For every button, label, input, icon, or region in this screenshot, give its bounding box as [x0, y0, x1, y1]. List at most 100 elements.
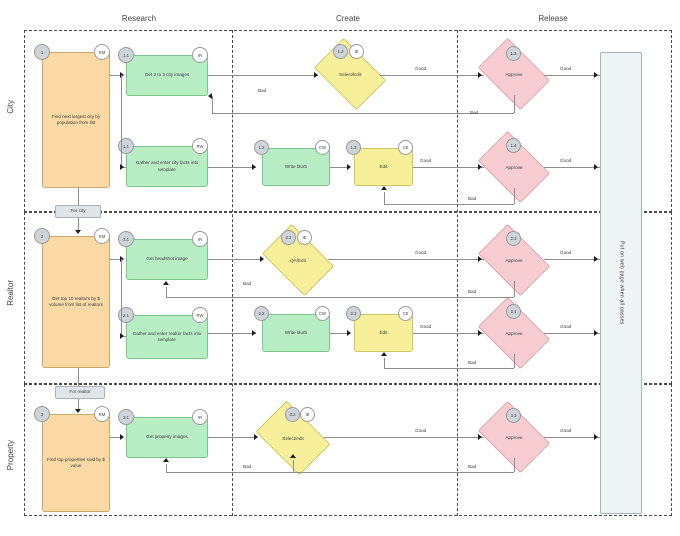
- edge-realtor-bad2-v: [514, 354, 515, 368]
- arrow-city-edit-approve2: [478, 164, 482, 170]
- arrow-city-approve1-final: [594, 72, 598, 78]
- property-select-role-badge: IE: [300, 407, 315, 422]
- city-source-num-badge: 1: [34, 44, 50, 60]
- edge-label-realtor-bad-1: Bad: [468, 289, 477, 294]
- edge-city-source-facts-v: [121, 75, 122, 167]
- edge-realtor-source-facts-v: [121, 259, 122, 336]
- edge-label-city-bad-1: Bad: [470, 110, 479, 115]
- arrow-property-select-approve1: [478, 434, 482, 440]
- edge-realtor-bad2-h: [384, 368, 514, 369]
- edge-label-realtor-good-1: Good: [415, 250, 427, 255]
- lane-realtor: [24, 212, 672, 384]
- arrow-realtor-edit-approve2: [478, 330, 482, 336]
- property-select-gateway[interactable]: Select/edit: [255, 400, 331, 476]
- gateway-for-realtor-label: For realtor: [69, 389, 91, 395]
- arrow-realtor-select-approve1: [478, 256, 482, 262]
- realtor-edit-num-badge: 2.3: [346, 306, 361, 321]
- realtor-select-gateway[interactable]: QA/Edit: [261, 223, 335, 297]
- edge-realtor-facts-blurb: [208, 333, 256, 334]
- edge-label-city-good-2: Good: [560, 66, 572, 71]
- column-header-research: Research: [121, 14, 157, 23]
- city-source-task[interactable]: Find next largest city by population fro…: [42, 52, 110, 188]
- property-images-role-badge: IR: [192, 409, 208, 425]
- edge-label-city-good-3: Good: [420, 158, 432, 163]
- arrow-realtor-bad2: [381, 352, 387, 356]
- arrow-realtor-blurb-edit: [347, 330, 351, 336]
- realtor-source-task[interactable]: Get top 10 realtors by $ volume from lis…: [42, 236, 110, 368]
- arrow-realtor-source-facts: [120, 333, 124, 339]
- property-select-num-badge: 3.2: [285, 407, 300, 422]
- edge-property-select-approve1: [324, 437, 484, 438]
- arrow-city-blurb-edit: [347, 164, 351, 170]
- edge-city-select-approve1: [380, 75, 484, 76]
- arrow-tag-to-realtor: [75, 230, 81, 234]
- arrow-city-images-select: [314, 72, 318, 78]
- edge-realtor-source-images: [110, 259, 122, 260]
- city-images-task[interactable]: Get 2 to 3 city images: [126, 55, 208, 96]
- arrow-realtor-approve2-final: [594, 330, 598, 336]
- city-facts-task[interactable]: Gather and enter city facts into templat…: [126, 146, 208, 187]
- city-blurb-num-badge: 1.2: [254, 140, 269, 155]
- city-select-label: Select/Edit: [339, 71, 361, 77]
- arrow-city-bad1: [208, 93, 212, 99]
- city-approve1-gateway[interactable]: Approve: [477, 37, 551, 111]
- edge-city-blurb-edit: [330, 167, 350, 168]
- edge-property-source-images: [110, 437, 122, 438]
- arrow-city-source-images: [120, 72, 124, 78]
- edge-realtor-blurb-edit: [330, 333, 350, 334]
- edge-label-property-good-2: Good: [560, 428, 572, 433]
- edge-tag-to-realtor: [78, 218, 79, 232]
- realtor-blurb-label: Write blurb: [284, 329, 308, 335]
- realtor-approve1-gateway[interactable]: Approve: [477, 223, 551, 297]
- lane-label-realtor: Realtor: [6, 280, 15, 306]
- city-approve2-gateway[interactable]: Approve: [477, 130, 551, 204]
- edge-city-approve1-final: [544, 75, 600, 76]
- arrow-realtor-bad1: [163, 281, 169, 285]
- realtor-edit-role-badge: CE: [398, 306, 413, 321]
- city-edit-task[interactable]: Edit: [354, 148, 413, 186]
- lane-label-property: Property: [6, 440, 15, 471]
- edge-label-city-bad-1b: Bad: [258, 88, 267, 93]
- property-images-task[interactable]: Get property images: [126, 417, 208, 458]
- realtor-facts-num-badge: 2.1: [118, 307, 134, 323]
- arrow-property-bad1: [163, 458, 169, 462]
- edge-city-bad1-up: [212, 96, 213, 113]
- edge-label-realtor-bad-1b: Bad: [243, 281, 252, 286]
- city-edit-num-badge: 1.3: [346, 140, 361, 155]
- property-source-task[interactable]: Find top properties sold by $ value: [42, 414, 110, 512]
- edge-label-city-good-1: Good: [415, 66, 427, 71]
- realtor-edit-task[interactable]: Edit: [354, 314, 413, 352]
- city-select-role-badge: IE: [349, 44, 364, 59]
- property-approve1-gateway[interactable]: Approve: [477, 400, 551, 474]
- final-publish-label: Put on web page when all passes: [618, 241, 625, 325]
- edge-realtor-to-tag: [78, 368, 79, 386]
- property-approve1-label: Approve: [505, 434, 523, 440]
- gateway-for-city[interactable]: For city: [55, 205, 101, 218]
- realtor-approve1-num-badge: 2.3: [506, 231, 521, 246]
- property-source-num-badge: 3: [34, 406, 50, 422]
- realtor-images-task[interactable]: Get headshot image: [126, 239, 208, 280]
- edge-city-bad1-v: [514, 95, 515, 113]
- realtor-images-role-badge: IR: [192, 231, 208, 247]
- arrow-realtor-approve1-final: [594, 256, 598, 262]
- edge-city-bad2-up: [384, 192, 385, 204]
- arrow-realtor-images-select: [260, 256, 264, 262]
- gateway-for-realtor[interactable]: For realtor: [55, 386, 105, 399]
- city-approve1-label: Approve: [505, 71, 523, 77]
- city-blurb-role-badge: CW: [315, 140, 330, 155]
- edge-realtor-edit-approve2: [413, 333, 484, 334]
- realtor-blurb-task[interactable]: Write blurb: [262, 314, 330, 352]
- realtor-images-num-badge: 2.1: [118, 231, 134, 247]
- city-approve2-num-badge: 1.4: [506, 138, 521, 153]
- final-publish-box[interactable]: Put on web page when all passes: [600, 52, 642, 514]
- property-images-num-badge: 3.1: [118, 409, 134, 425]
- realtor-facts-task[interactable]: Gather and enter realtor facts into temp…: [126, 315, 208, 359]
- edge-property-approve1-final: [544, 437, 600, 438]
- edge-property-bad1-v: [514, 458, 515, 472]
- realtor-approve2-gateway[interactable]: Approve: [477, 296, 551, 370]
- city-select-gateway[interactable]: Select/Edit: [313, 37, 387, 111]
- edge-property-images-select: [208, 437, 256, 438]
- property-source-role-badge: RM: [94, 406, 110, 422]
- edge-property-select-loop: [293, 460, 294, 472]
- lane-label-city: City: [6, 100, 15, 114]
